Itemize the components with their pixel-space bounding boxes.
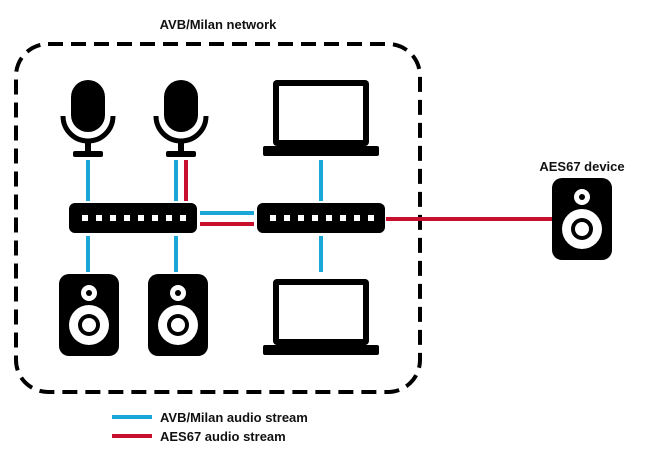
avb-milan-links (86, 160, 323, 272)
legend: AVB/Milan audio stream AES67 audio strea… (112, 410, 308, 444)
speaker-icon (148, 274, 208, 356)
network-title: AVB/Milan network (160, 17, 278, 32)
microphone-icon (63, 80, 113, 157)
microphone-icon (156, 80, 206, 157)
speaker-icon (59, 274, 119, 356)
laptop-icon (263, 279, 379, 355)
laptop-icon (263, 80, 379, 156)
legend-label-aes67: AES67 audio stream (160, 429, 286, 444)
speaker-icon (552, 178, 612, 260)
aes67-links (184, 160, 554, 226)
network-switch-icon (69, 203, 197, 233)
aes67-device-title: AES67 device (539, 159, 624, 174)
network-switch-icon (257, 203, 385, 233)
legend-label-avb-milan: AVB/Milan audio stream (160, 410, 308, 425)
